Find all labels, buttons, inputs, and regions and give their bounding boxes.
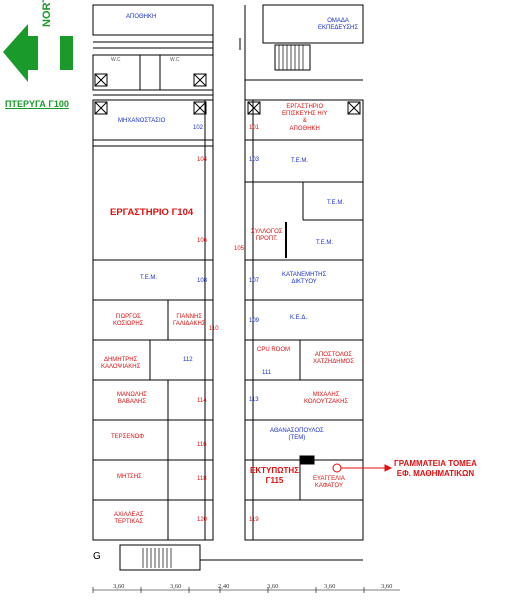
room-syllogos: ΣΥΛΛΟΓΟΣ ΠΡΟΠΤ. [251,229,283,243]
room-cpu: CPU ROOM [257,347,290,353]
room-lab-hiy: ΕΡΓΑΣΤΗΡΙΟ ΕΠΙΣΚΕΥΗΣ Η/Υ & ΑΠΟΘΗΚΗ [282,104,327,133]
kosiori-line1: ΓΙΩΡΓΟΣ [115,314,141,320]
room-number-104: 104 [197,157,208,163]
kafatou-line2: ΚΑΦΑΤΟΥ [314,483,343,490]
room-vavalis: ΜΑΝΩΛΗΣ ΒΑΒΑΛΗΣ [117,392,147,406]
north-arrow-icon [3,24,73,82]
lab-hiy-line3: & [302,118,307,125]
room-number-109: 109 [249,318,260,324]
room-network: ΚΑΤΑΝΕΜΗΤΗΣ ΔΙΚΤΥΟΥ [282,272,326,286]
room-tem-103: Τ.Ε.Μ. [291,158,309,164]
lab-hiy-line1: ΕΡΓΑΣΤΗΡΙΟ [286,104,324,110]
lab-hiy-line4: ΑΠΟΘΗΚΗ [289,125,320,132]
stair-group-line1: ΟΜΑΔΑ [327,18,349,24]
room-number-110: 110 [209,326,219,332]
galidakis-line1: ΓΙΑΝΝΗΣ [176,314,203,320]
secretariat-line2: ΕΦ. ΜΑΘΗΜΑΤΙΚΩΝ [396,468,475,478]
room-stair-group: ΟΜΑΔΑ ΕΚΠΕΔΕΥΣΗΣ [318,18,358,32]
room-number-103: 103 [249,157,260,163]
secretariat-marker-icon [332,463,342,473]
wc-left-label: W.C [111,57,121,63]
room-number-118: 118 [197,476,207,482]
dimension-2: 3,60 [170,583,182,590]
room-kosiori: ΓΙΩΡΓΟΣ ΚΟΣΙΩΡΗΣ [113,314,143,328]
dimension-6: 3,60 [381,583,393,590]
secretariat-line1: ΓΡΑΜΜΑΤΕΙΑ ΤΟΜΕΑ [394,459,477,468]
printer-line2: Γ115 [265,475,284,485]
room-chatzidimos: ΑΠΟΣΤΟΛΟΣ ΧΑΤΖΗΔΗΜΟΣ [313,352,354,366]
secretariat-label: ΓΡΑΜΜΑΤΕΙΑ ΤΟΜΕΑ ΕΦ. ΜΑΘΗΜΑΤΙΚΩΝ [394,459,477,478]
room-storage-top: ΑΠΟΘΗΚΗ [126,14,157,20]
vavalis-line2: ΒΑΒΑΛΗΣ [117,399,146,406]
room-tertikas: ΑΧΙΛΛΕΑΣ ΤΕΡΤΙΚΑΣ [114,512,143,526]
tertikas-line1: ΑΧΙΛΛΕΑΣ [114,512,144,518]
room-number-107: 107 [249,278,260,284]
koloutzakis-line2: ΚΟΛΟΥΤΖΑΚΗΣ [304,399,349,406]
room-athanasopoulos: ΑΘΑΝΑΣΟΠΟΥΛΟΣ (ΤΕΜ) [270,428,324,442]
room-tem-right-a: Τ.Ε.Μ. [327,200,345,206]
wc-right-label: W.C [170,57,180,63]
kaloyiakis-line1: ΔΗΜΗΤΡΗΣ [103,357,138,363]
lab-hiy-line2: ΕΠΙΣΚΕΥΗΣ Η/Υ [282,111,328,118]
room-number-112: 112 [183,357,193,363]
dimension-3: 2,40 [218,583,230,590]
dimension-1: 3,60 [113,583,125,590]
athanasopoulos-line1: ΑΘΑΝΑΣΟΠΟΥΛΟΣ [270,428,324,434]
room-galidakis: ΓΙΑΝΝΗΣ ΓΑΛΙΔΑΚΗΣ [173,314,205,328]
room-number-101: 101 [249,125,260,131]
room-printer: ΕΚΤΥΠΩΤΗΣ Γ115 [250,466,299,485]
dimension-5: 3,60 [324,583,336,590]
room-kafatou: ΕΥΑΓΓΕΛΙΑ ΚΑΦΑΤΟΥ [313,476,345,490]
stair-group-line2: ΕΚΠΕΔΕΥΣΗΣ [318,25,359,32]
tertikas-line2: ΤΕΡΤΙΚΑΣ [114,519,144,526]
kosiori-line2: ΚΟΣΙΩΡΗΣ [113,321,144,328]
room-tersenof: ΤΕΡΣΕΝΩΦ [111,434,144,440]
chatzidimos-line1: ΑΠΟΣΤΟΛΟΣ [314,352,353,358]
dimension-4: 3,60 [267,583,279,590]
g-label: G [93,551,101,562]
room-tem-108: Τ.Ε.Μ. [140,275,158,281]
room-number-116: 116 [197,442,207,448]
koloutzakis-line1: ΜΙΧΑΛΗΣ [312,392,340,398]
syllogos-line1: ΣΥΛΛΟΓΟΣ [251,229,283,235]
room-koloutzakis: ΜΙΧΑΛΗΣ ΚΟΛΟΥΤΖΑΚΗΣ [304,392,348,406]
room-number-108: 108 [197,278,208,284]
room-number-105: 105 [234,246,245,252]
printer-line1: ΕΚΤΥΠΩΤΗΣ [250,466,299,475]
room-ked: Κ.Ε.Δ. [290,315,308,321]
room-number-111: 111 [262,370,272,376]
room-number-114: 114 [197,398,207,404]
north-label: NORTH [41,0,53,27]
stair-group-room [262,4,364,44]
room-number-106: 106 [197,238,208,244]
chatzidimos-line2: ΧΑΤΖΗΔΗΜΟΣ [313,359,354,366]
kaloyiakis-line2: ΚΑΛΟΨΙΑΚΗΣ [101,364,141,371]
room-mitsis: ΜΗΤΣΗΣ [117,474,142,480]
room-kaloyiakis: ΔΗΜΗΤΡΗΣ ΚΑΛΟΨΙΑΚΗΣ [101,357,140,371]
room-number-120: 120 [197,517,208,523]
room-number-102: 102 [193,125,204,131]
athanasopoulos-line2: (ΤΕΜ) [288,435,306,442]
network-line1: ΚΑΤΑΝΕΜΗΤΗΣ [282,272,327,278]
room-lab-104: ΕΡΓΑΣΤΗΡΙΟ Γ104 [110,207,194,218]
galidakis-line2: ΓΑΛΙΔΑΚΗΣ [173,321,206,328]
network-line2: ΔΙΚΤΥΟΥ [291,279,317,286]
room-machine: ΜΗΧΑΝΟΣΤΑΣΙΟ [118,118,166,124]
room-number-119: 119 [249,517,259,523]
wing-title: ΠΤΕΡΥΓΑ Γ100 [5,99,69,109]
room-number-113: 113 [249,397,259,403]
room-tem-right-b: Τ.Ε.Μ. [316,240,334,246]
vavalis-line1: ΜΑΝΩΛΗΣ [117,392,147,398]
kafatou-line1: ΕΥΑΓΓΕΛΙΑ [313,476,345,482]
syllogos-line2: ΠΡΟΠΤ. [255,236,278,243]
